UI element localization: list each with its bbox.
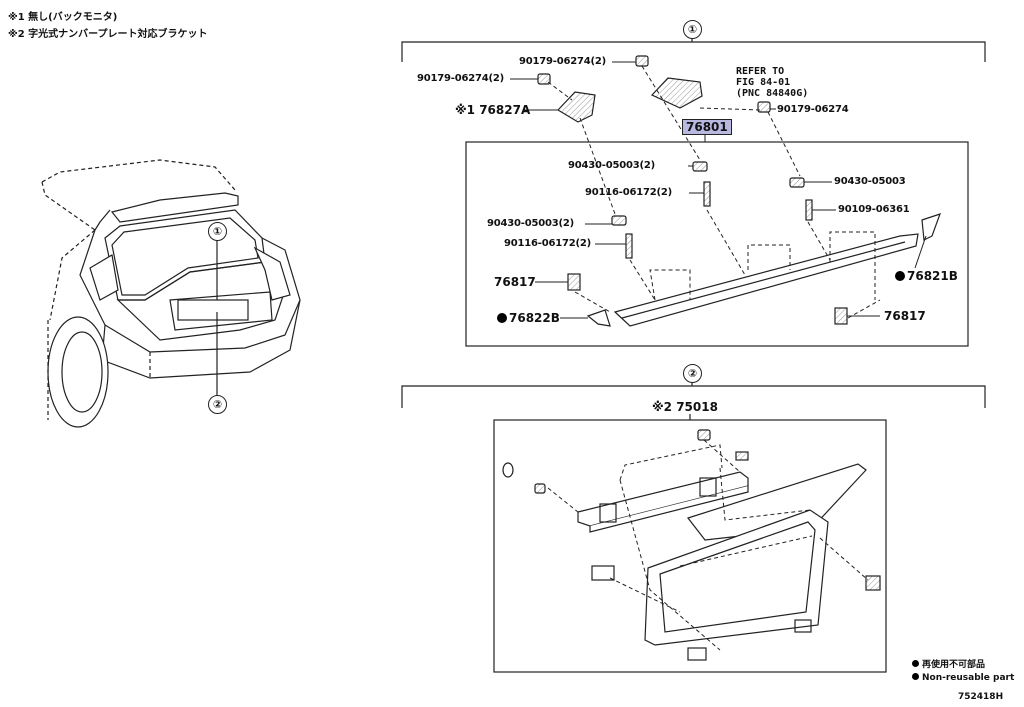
car-callout-2: ② xyxy=(208,395,227,414)
label-90179-06274-a: 90179-06274(2) xyxy=(519,56,607,67)
refer-line-1: REFER TO xyxy=(736,66,785,77)
label-90430-05003-a: 90430-05003(2) xyxy=(568,160,656,171)
group1-label-leaders xyxy=(510,61,927,319)
car-callout-1: ① xyxy=(208,222,227,241)
label-90116-06172-a: 90116-06172(2) xyxy=(585,187,673,198)
label-75018: ※2 75018 xyxy=(652,400,718,414)
label-76821b-text: 76821B xyxy=(907,269,958,283)
label-76817-a: 76817 xyxy=(494,275,536,289)
non-reusable-dot-icon xyxy=(497,313,507,323)
label-76827a: ※1 76827A xyxy=(455,103,531,117)
refer-line-3: (PNC 84840G) xyxy=(736,88,809,99)
label-90179-06274-b: 90179-06274(2) xyxy=(417,73,505,84)
group2-parts xyxy=(502,429,881,661)
label-76822b-text: 76822B xyxy=(509,311,560,325)
group2-leaders xyxy=(547,439,869,651)
legend-line-2: Non-reusable part xyxy=(912,673,1014,683)
legend-line-2-text: Non-reusable part xyxy=(922,673,1015,683)
note-2: ※2 字光式ナンバープレート対応ブラケット xyxy=(8,29,208,40)
group1-callout: ① xyxy=(683,20,702,39)
label-90179-06274-c: 90179-06274 xyxy=(777,104,849,115)
non-reusable-dot-icon xyxy=(912,660,919,667)
non-reusable-dot-icon xyxy=(912,673,919,680)
non-reusable-dot-icon xyxy=(895,271,905,281)
label-90430-05003-b: 90430-05003 xyxy=(834,176,906,187)
highlight-part-76801[interactable]: 76801 xyxy=(682,119,732,135)
legend-line-1-text: 再使用不可部品 xyxy=(922,660,986,670)
label-90109-06361: 90109-06361 xyxy=(838,204,910,215)
group1-leaders xyxy=(547,65,881,319)
label-76821b: 76821B xyxy=(895,269,958,283)
note-1: ※1 無し(バックモニタ) xyxy=(8,12,118,23)
car-illustration xyxy=(41,159,301,428)
refer-note: REFER TO FIG 84-01 (PNC 84840G) xyxy=(736,66,808,99)
group1-parts xyxy=(537,55,941,327)
label-90116-06172-b: 90116-06172(2) xyxy=(504,238,592,249)
label-76822b: 76822B xyxy=(497,311,560,325)
group2-callout: ② xyxy=(683,364,702,383)
refer-line-2: FIG 84-01 xyxy=(736,77,791,88)
label-76817-b: 76817 xyxy=(884,309,926,323)
legend-line-1: 再使用不可部品 xyxy=(912,657,985,670)
label-90430-05003-c: 90430-05003(2) xyxy=(487,218,575,229)
figure-id: 752418H xyxy=(958,692,1004,702)
